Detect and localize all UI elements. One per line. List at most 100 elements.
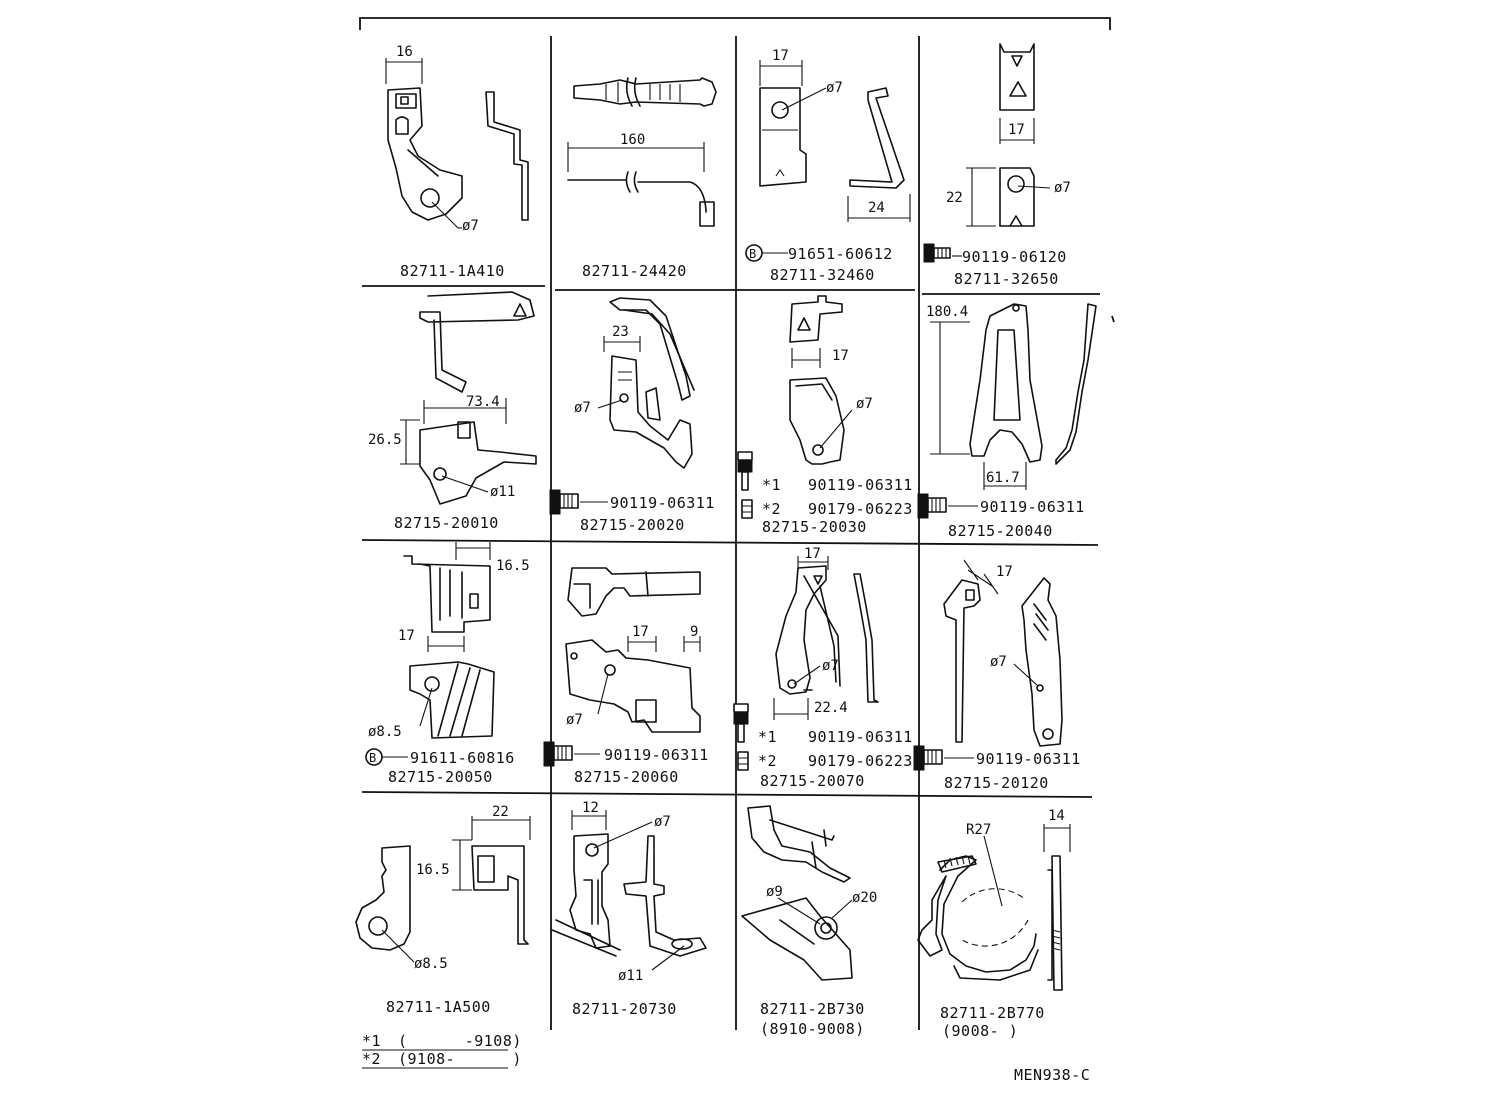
bracket-drawing <box>969 303 1097 465</box>
fastener-part-number-2: 90179-06223 <box>808 752 913 770</box>
fastener-part-number-1: 90119-06311 <box>808 728 913 746</box>
dim-hole: ø8.5 <box>368 724 402 740</box>
fastener-part-number: 90119-06311 <box>610 494 715 512</box>
dim-width: 12 <box>582 800 599 816</box>
dim-length: 22.4 <box>814 700 848 716</box>
fastener-part-number: 90119-06311 <box>980 498 1085 516</box>
bracket-drawing <box>759 87 905 189</box>
cell-82715-20010: 73.4 26.5 ø11 82715-20010 <box>368 291 537 532</box>
footnotes: *1 ( -9108) *2 (9108- ) <box>362 1032 522 1069</box>
footnote-mark-1: *1 <box>362 1032 381 1050</box>
fastener-part-number: 90119-06311 <box>604 746 709 764</box>
dim-height: 26.5 <box>368 432 402 448</box>
dim-width: 17 <box>832 348 849 364</box>
part-number: 82711-2B730 <box>760 1000 865 1018</box>
cell-82715-20050: 16.5 17 ø8.5 B 91611-60816 82715-20050 <box>365 542 530 786</box>
fastener-part-number: 91611-60816 <box>410 749 515 767</box>
dim-width: 22 <box>492 804 509 820</box>
fastener-part-number: 90119-06311 <box>976 750 1081 768</box>
fastener-mark-1: *1 <box>762 476 781 494</box>
footnote-text-2: (9108- ) <box>398 1050 522 1068</box>
footnote-mark-2: *2 <box>362 1050 381 1068</box>
cell-82715-20060: 17 9 ø7 90119-06311 82715-20060 <box>543 567 709 786</box>
dim-width: 14 <box>1048 808 1065 824</box>
bracket-drawing <box>355 845 529 951</box>
bracket-drawing <box>999 43 1035 227</box>
cell-82711-1A500: 22 16.5 ø8.5 82711-1A500 <box>355 804 531 1016</box>
dim-length: 160 <box>620 132 645 148</box>
screw-icon <box>737 751 749 771</box>
bolt-b-letter: B <box>369 751 376 765</box>
dim-radius: R27 <box>966 822 991 838</box>
cell-82711-24420: 160 82711-24420 <box>567 77 717 280</box>
dim-hole: ø7 <box>822 658 839 674</box>
part-number: 82711-20730 <box>572 1000 677 1018</box>
footnote-text-1: ( -9108) <box>398 1032 522 1050</box>
dim-height: 180.4 <box>926 304 968 320</box>
fastener-mark-2: *2 <box>758 752 777 770</box>
bolt-icon <box>549 489 579 515</box>
fastener-part-number-1: 90119-06311 <box>808 476 913 494</box>
part-number: 82711-2B770 <box>940 1004 1045 1022</box>
cell-82715-20070: 17 ø7 22.4 *1 90119-06311 *2 90179-06223… <box>733 546 913 790</box>
cell-82711-2B730: ø9 ø20 82711-2B730 (8910-9008) <box>741 805 877 1038</box>
part-number: 82711-1A410 <box>400 262 505 280</box>
bolt-icon <box>923 243 951 263</box>
dim-width: 17 <box>804 546 821 562</box>
dim-hole: ø8.5 <box>414 956 448 972</box>
dim-width-2: 9 <box>690 624 698 640</box>
part-number: 82715-20050 <box>388 768 493 786</box>
part-number: 82711-32460 <box>770 266 875 284</box>
dim-hole: ø7 <box>574 400 591 416</box>
fastener-part-number: 90119-06120 <box>962 248 1067 266</box>
dim-width: 17 <box>632 624 649 640</box>
dim-height: 16.5 <box>416 862 450 878</box>
bracket-drawing <box>741 805 853 981</box>
clamp-drawing <box>567 77 717 227</box>
dim-hole: ø7 <box>826 80 843 96</box>
dim-width: 16 <box>396 44 413 60</box>
dim-width: 17 <box>996 564 1013 580</box>
cell-82715-20120: 17 ø7 90119-06311 82715-20120 <box>913 559 1081 792</box>
dim-length: 73.4 <box>466 394 500 410</box>
part-number: 82715-20020 <box>580 516 685 534</box>
part-number: 82715-20040 <box>948 522 1053 540</box>
note: (8910-9008) <box>760 1020 865 1038</box>
dim-height: 22 <box>946 190 963 206</box>
dim-hole: ø7 <box>1054 180 1071 196</box>
bracket-drawing <box>419 291 537 505</box>
screw-icon <box>741 499 753 519</box>
screw-icon <box>737 451 753 491</box>
screw-icon <box>733 703 749 743</box>
dim-offset: 16.5 <box>496 558 530 574</box>
dim-boss: ø20 <box>852 890 877 906</box>
bracket-drawing <box>943 577 1063 747</box>
note: (9008- ) <box>942 1022 1018 1040</box>
cell-82711-1A410: 16 ø7 82711-1A410 <box>385 44 529 280</box>
dim-hole: ø7 <box>990 654 1007 670</box>
bolt-icon <box>913 745 943 771</box>
part-number: 82711-24420 <box>582 262 687 280</box>
dim-depth: 24 <box>868 200 885 216</box>
dim-hole: ø7 <box>856 396 873 412</box>
cell-82715-20040: 180.4 61.7 90119-06311 82715-20040 <box>917 303 1097 540</box>
cell-82711-32460: 17 ø7 24 B 91651-60612 82711-32460 <box>745 48 911 284</box>
dim-hole: ø7 <box>462 218 479 234</box>
dim-width: 23 <box>612 324 629 340</box>
cell-82711-20730: 12 ø7 ø11 82711-20730 <box>551 800 707 1018</box>
grid-frame <box>359 17 1115 1030</box>
bracket-drawing <box>789 295 845 465</box>
bolt-icon <box>543 741 573 767</box>
cell-82711-2B770: R27 14 82711-2B770 (9008- ) <box>917 808 1071 1040</box>
cell-82711-32650: 17 22 ø7 90119-06120 82711-32650 <box>923 43 1071 288</box>
fastener-part-number-2: 90179-06223 <box>808 500 913 518</box>
cell-82715-20030: 17 ø7 *1 90119-06311 *2 90179-06223 8271… <box>737 295 913 536</box>
part-number: 82715-20070 <box>760 772 865 790</box>
cell-82715-20020: 23 ø7 90119-06311 82715-20020 <box>549 297 715 534</box>
fastener-part-number: 91651-60612 <box>788 245 893 263</box>
part-number: 82715-20010 <box>394 514 499 532</box>
dim-hole: ø7 <box>566 712 583 728</box>
bolt-icon <box>917 493 947 519</box>
part-number: 82711-32650 <box>954 270 1059 288</box>
dim-hole: ø7 <box>654 814 671 830</box>
